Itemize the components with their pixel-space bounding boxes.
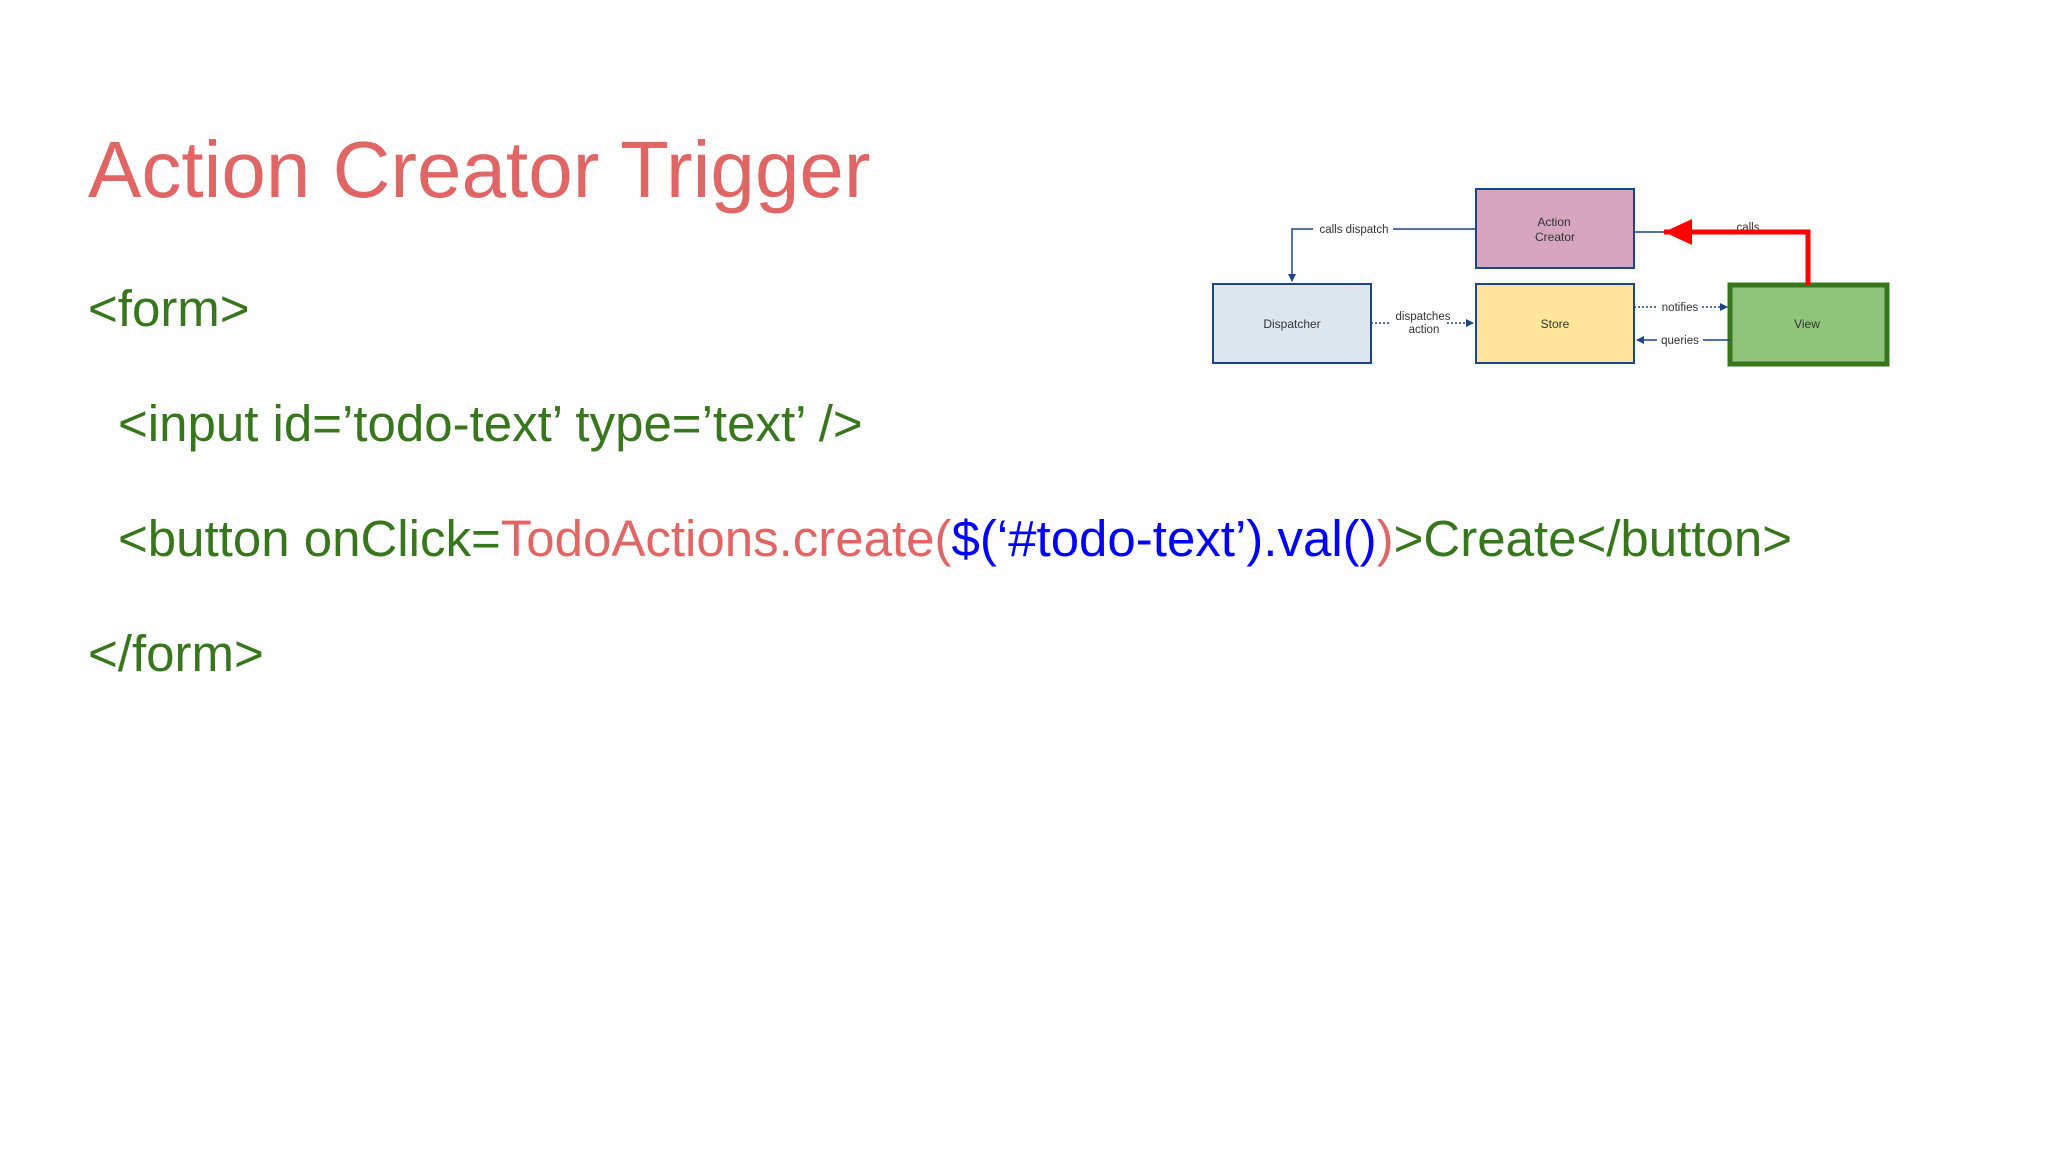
view-box — [1727, 282, 1890, 367]
code-token-button-close: >Create</button> — [1393, 510, 1792, 567]
calls-edge — [1634, 231, 1809, 285]
code-token-action-call: TodoActions.create( — [500, 510, 952, 567]
dispatches-action-label-line1: dispatches — [1396, 311, 1451, 323]
code-line-form-close: </form> — [88, 625, 264, 682]
store-box — [1475, 283, 1635, 364]
dispatcher-box — [1212, 283, 1372, 364]
code-line-input: <input id=’todo-text’ type=’text’ /> — [118, 395, 863, 452]
code-token-button-open: <button onClick= — [118, 510, 501, 567]
flux-diagram: Action Creator Dispatcher Store View cal… — [1200, 175, 1900, 385]
notifies-label: notifies — [1662, 302, 1699, 314]
calls-dispatch-edge — [1288, 228, 1476, 282]
code-token-action-close: ) — [1376, 510, 1394, 567]
calls-dispatch-label: calls dispatch — [1319, 224, 1388, 236]
slide-title: Action Creator Trigger — [88, 125, 871, 214]
dispatcher-label: Dispatcher — [1263, 317, 1320, 331]
code-line-button: <button onClick=TodoActions.create($(‘#t… — [118, 508, 1792, 570]
view-label: View — [1794, 317, 1820, 331]
code-line-form-open: <form> — [88, 280, 250, 337]
action-creator-label-line2: Creator — [1535, 230, 1575, 244]
action-creator-box — [1475, 188, 1635, 269]
action-creator-label-line1: Action — [1537, 215, 1570, 229]
store-label: Store — [1541, 317, 1570, 331]
queries-label: queries — [1661, 335, 1699, 347]
calls-highlight-arrow — [1664, 219, 1811, 285]
flux-diagram-svg: Action Creator Dispatcher Store View cal… — [1212, 188, 1890, 367]
dispatches-action-label-line2: action — [1409, 324, 1440, 336]
code-token-jquery-value: $(‘#todo-text’).val() — [951, 510, 1377, 567]
